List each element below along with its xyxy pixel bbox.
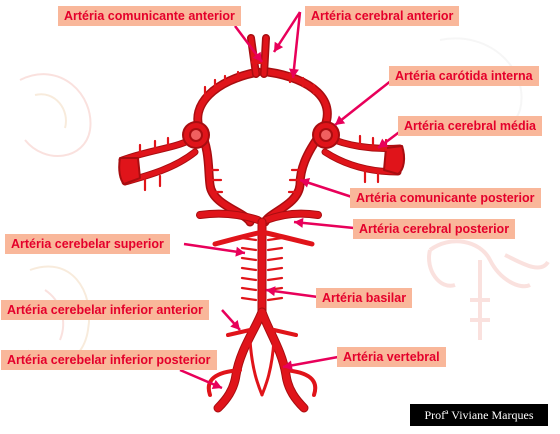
label-vertebral: Artéria vertebral [337, 347, 446, 367]
anterior-inferior-cerebellar-arteries [228, 330, 296, 335]
label-comunicante-anterior: Artéria comunicante anterior [58, 6, 241, 26]
carotid-coil [191, 130, 201, 140]
pointer-carotida-interna [335, 80, 392, 125]
label-cerebral-anterior: Artéria cerebral anterior [305, 6, 459, 26]
label-comunicante-posterior: Artéria comunicante posterior [350, 188, 541, 208]
label-cerebelar-inferior-anterior: Artéria cerebelar inferior anterior [1, 300, 209, 320]
label-basilar: Artéria basilar [316, 288, 412, 308]
left-mca-stump [119, 158, 140, 184]
label-cerebelar-inferior-posterior: Artéria cerebelar inferior posterior [1, 350, 217, 370]
carotid-coil [321, 130, 331, 140]
label-cerebral-posterior: Artéria cerebral posterior [353, 219, 515, 239]
label-carotida-interna: Artéria carótida interna [389, 66, 539, 86]
left-internal-carotid [182, 121, 210, 149]
author-credit: Profª Viviane Marques [410, 404, 548, 426]
anterior-spinal-arteries [250, 340, 274, 395]
label-cerebelar-superior: Artéria cerebelar superior [5, 234, 170, 254]
label-cerebral-media: Artéria cerebral média [398, 116, 542, 136]
pointer-cerebral-posterior-head [294, 218, 303, 228]
pointer-cerebral-posterior [294, 222, 354, 228]
middle-cerebral-trunks [122, 138, 400, 182]
